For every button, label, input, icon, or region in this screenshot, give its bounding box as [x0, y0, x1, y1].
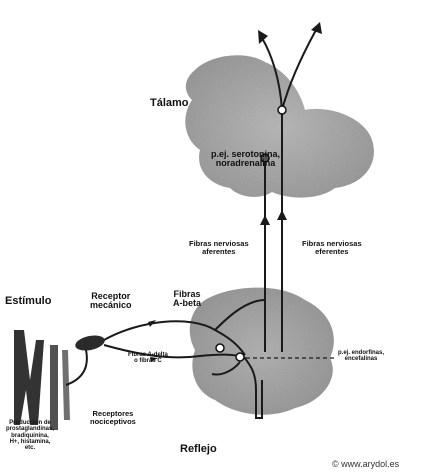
label-receptores-nociceptivos: Receptores nociceptivos [90, 410, 136, 426]
label-abeta-line2: A-beta [173, 299, 201, 308]
label-fibras-aferentes-left: Fibras nerviosas aferentes [189, 240, 249, 256]
stimulus-skin [14, 330, 70, 430]
label-endorfinas: p.ej. endorfinas, encefalinas [338, 350, 384, 363]
label-talamo: Tálamo [150, 98, 189, 110]
label-estimulo: Estímulo [5, 296, 51, 308]
cord-node-right [236, 353, 244, 361]
thalamus-node [278, 106, 286, 114]
label-produccion-line3: bradiquinina, [6, 433, 54, 439]
watermark: © www.arydol.es [332, 460, 399, 469]
brain-region [185, 55, 374, 197]
label-fibras-aferentes-line2: aferentes [189, 248, 249, 256]
mechanical-receptor [74, 333, 106, 353]
label-fibras-adelta: Fibras A-delta o fibras C [128, 352, 168, 365]
label-produccion: Producción de prostaglandinas, bradiquin… [6, 420, 54, 451]
label-serotonina-line2: noradrenalina [211, 159, 280, 168]
label-fibras-eferentes-line2: eferentes [302, 248, 362, 256]
label-fibras-eferentes-right: Fibras nerviosas eferentes [302, 240, 362, 256]
label-serotonina: p.ej. serotonina, noradrenalina [211, 150, 280, 169]
label-nociceptivos-line2: nociceptivos [90, 418, 136, 426]
label-fibras-abeta: Fibras A-beta [173, 290, 201, 309]
label-receptor-mecanico: Receptor mecánico [90, 292, 132, 311]
label-adelta-line2: o fibras C [128, 358, 168, 364]
label-reflejo: Reflejo [180, 444, 217, 456]
label-endorfinas-line2: encefalinas [338, 356, 384, 362]
cord-node-left [216, 344, 224, 352]
label-produccion-line5: etc. [6, 445, 54, 451]
label-produccion-line2: prostaglandinas, [6, 426, 54, 432]
label-receptor-line2: mecánico [90, 301, 132, 310]
